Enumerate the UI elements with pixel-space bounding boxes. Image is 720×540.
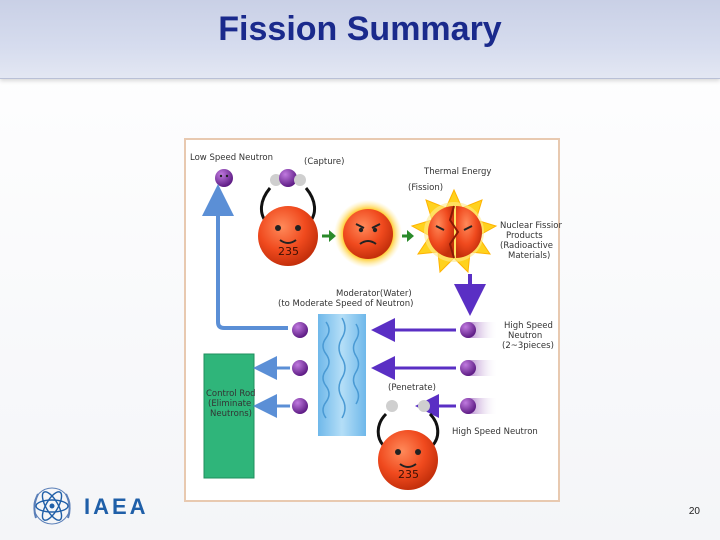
label-capture: (Capture) [304, 157, 344, 167]
uranium-235-nucleus-bottom: 235 [378, 430, 438, 490]
feedback-loop-arrow [202, 184, 288, 330]
low-speed-neutron [215, 169, 233, 187]
label-fission: (Fission) [408, 183, 443, 193]
control-rod [203, 353, 255, 479]
label-fission-products: Nuclear Fission Products (Radioactive Ma… [500, 221, 562, 261]
green-arrowhead-2 [407, 230, 414, 242]
moderator-water-block [318, 314, 366, 436]
slow-neutron-2 [292, 360, 308, 376]
nucleus-label-235-bottom: 235 [398, 468, 419, 481]
excited-nucleus [334, 200, 402, 268]
label-penetrate: (Penetrate) [388, 383, 436, 393]
fission-diagram-svg: Low Speed Neutron (Capture) 235 [190, 153, 562, 490]
label-low-speed-neutron: Low Speed Neutron [190, 153, 273, 163]
nucleus-label-235-top: 235 [278, 245, 299, 258]
label-moderator-line1: Moderator(Water) [336, 289, 412, 299]
slide-header: Fission Summary [0, 0, 720, 79]
label-high-speed-neutron-emit: High Speed Neutron (2~3pieces) [502, 321, 556, 351]
slow-neutron-3 [292, 398, 308, 414]
page-title: Fission Summary [218, 10, 502, 48]
fast-neutron-2 [460, 360, 498, 376]
fission-nucleus [410, 188, 498, 274]
label-moderator-line2: (to Moderate Speed of Neutron) [278, 299, 413, 309]
iaea-emblem-icon [33, 487, 71, 525]
green-arrowhead-1 [329, 230, 336, 242]
iaea-logo-text: IAEA [84, 494, 149, 519]
fast-neutron-3 [460, 398, 498, 414]
label-control-rod: Control Rod (Eliminate Neutrons) [206, 389, 258, 419]
slow-neutron-1 [292, 322, 308, 338]
label-thermal-energy: Thermal Energy [423, 167, 491, 177]
fast-neutron-1 [460, 322, 498, 338]
iaea-logo [33, 487, 71, 525]
captured-neutron-bottom [376, 400, 440, 448]
label-high-speed-neutron: High Speed Neutron [452, 427, 538, 437]
page-number: 20 [688, 506, 700, 517]
fission-diagram: Low Speed Neutron (Capture) 235 [184, 138, 562, 502]
uranium-235-nucleus-top: 235 [258, 206, 318, 266]
